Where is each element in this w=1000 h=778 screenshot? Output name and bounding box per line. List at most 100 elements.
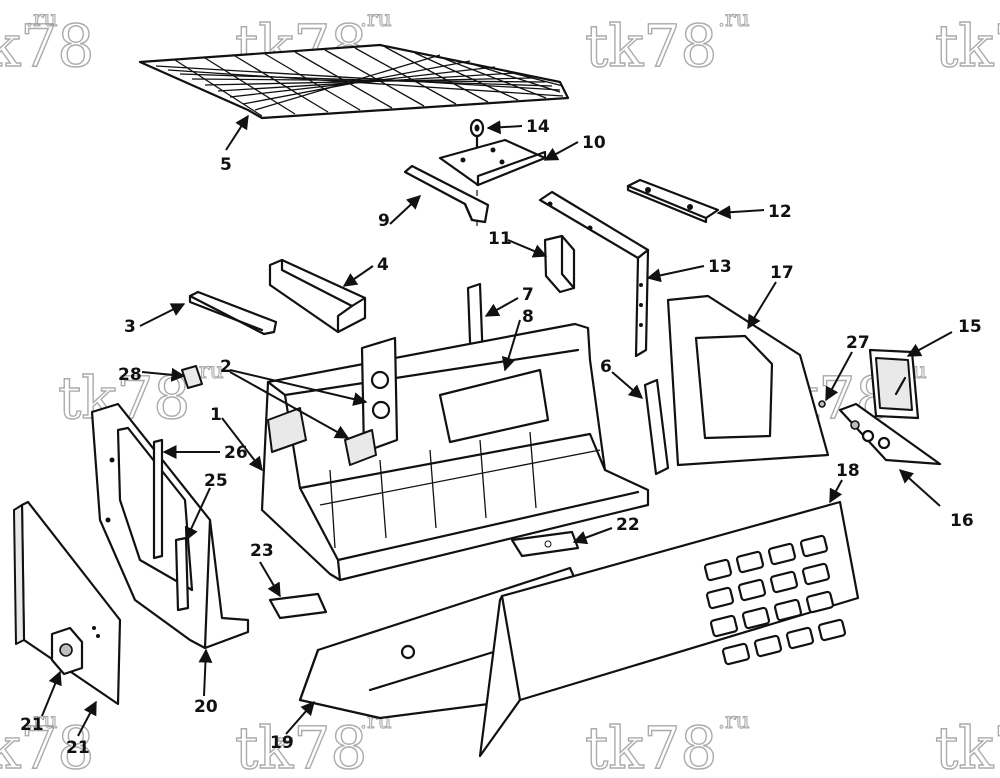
callout-12: 12 (768, 202, 792, 222)
leader-15 (906, 331, 953, 357)
leader-28 (141, 367, 186, 382)
watermark: tk78 .ru (584, 708, 750, 778)
leader-17 (747, 281, 777, 330)
watermark: tk78 .ru (234, 708, 392, 778)
part-9-bracket (403, 164, 490, 224)
part-15-gauge (868, 348, 920, 420)
leader-20 (198, 648, 213, 697)
part-10-bracket (438, 138, 547, 187)
leader-16 (898, 469, 941, 507)
callout-6: 6 (600, 357, 612, 377)
callout-23: 23 (250, 541, 274, 561)
part-3-strap (188, 290, 278, 336)
callout-2: 2 (220, 357, 232, 377)
leader-13 (646, 265, 705, 283)
callout-10: 10 (582, 133, 606, 153)
callout-26: 26 (224, 443, 248, 463)
part-22-plate (510, 530, 580, 558)
leader-14 (486, 120, 523, 135)
cover-vent-slots (703, 534, 847, 666)
part-5-grille-screen (138, 43, 570, 120)
watermark: tk78 .ru (0, 6, 95, 80)
leader-10 (543, 141, 579, 161)
watermark-suffix: .ru (26, 709, 58, 734)
callout-labels: 1 2 3 4 5 6 7 8 9 10 11 12 13 14 15 16 1… (20, 117, 982, 758)
watermark-suffix: .ru (360, 7, 392, 32)
watermark: tk78 (934, 713, 1000, 778)
callout-4: 4 (377, 255, 389, 275)
callout-22: 22 (616, 515, 640, 535)
watermark-text: tk78 (0, 12, 94, 80)
callout-19: 19 (270, 733, 294, 753)
callout-11: 11 (488, 229, 512, 249)
callout-5: 5 (220, 155, 232, 175)
part-25-strap (174, 536, 190, 612)
callout-21a: 21 (20, 715, 44, 735)
part-13-l-bracket (538, 190, 650, 358)
leader-21b (77, 700, 97, 737)
part-17-window-panel (666, 294, 830, 467)
callout-14: 14 (526, 117, 550, 137)
leader-8 (501, 319, 521, 372)
part-4-channel (268, 258, 367, 334)
watermark: tk78 (934, 11, 1000, 80)
leader-lines (41, 114, 953, 737)
callout-8: 8 (522, 307, 534, 327)
part-12-bar (626, 178, 720, 224)
callout-15: 15 (958, 317, 982, 337)
leader-22 (572, 527, 613, 545)
part-16-bracket (838, 402, 942, 466)
part-27-screw (818, 400, 826, 408)
watermark: tk78 .ru (0, 708, 95, 778)
leader-5 (225, 114, 249, 151)
callout-1: 1 (210, 405, 222, 425)
watermark-text: tk78 (585, 12, 717, 80)
callout-17: 17 (770, 263, 794, 283)
leader-18 (829, 479, 843, 504)
leader-12 (716, 205, 765, 220)
callout-20: 20 (194, 697, 218, 717)
watermark-text: tk78 (935, 714, 1000, 778)
watermark-suffix: .ru (718, 7, 750, 32)
leader-2b (229, 371, 350, 439)
callout-16: 16 (950, 511, 974, 531)
watermark-suffix: .ru (718, 709, 750, 734)
part-21-side-panel (13, 500, 122, 706)
part-18-cover (478, 500, 860, 758)
leader-27 (825, 351, 853, 402)
callout-28: 28 (118, 365, 142, 385)
part-23-plate (268, 592, 328, 620)
watermark-text: tk78 (935, 12, 1000, 80)
leader-21a (41, 670, 62, 717)
callout-7: 7 (522, 285, 534, 305)
part-1-frame-box (260, 322, 650, 582)
leader-6 (611, 371, 644, 399)
leader-1 (221, 417, 263, 472)
part-20-side-frame (90, 402, 250, 650)
callout-25: 25 (204, 471, 228, 491)
leader-9 (389, 195, 422, 225)
callout-13: 13 (708, 257, 732, 277)
leader-7 (484, 297, 519, 317)
watermark-suffix: .ru (26, 7, 58, 32)
watermark-text: tk78 (235, 714, 367, 778)
leader-23 (259, 561, 281, 598)
watermark: tk78 .ru (584, 6, 750, 80)
part-6-channel (643, 378, 670, 476)
leader-3 (139, 303, 186, 327)
leader-2a (229, 369, 368, 406)
callout-21b: 21 (66, 738, 90, 758)
callout-9: 9 (378, 211, 390, 231)
leader-11 (507, 239, 548, 258)
part-28-clip (181, 365, 203, 389)
leader-25 (184, 487, 211, 542)
callout-27: 27 (846, 333, 870, 353)
watermark-text: tk78 (585, 714, 717, 778)
callout-18: 18 (836, 461, 860, 481)
part-26-strap (152, 438, 164, 560)
leader-4 (342, 265, 374, 287)
part-11-bracket (543, 234, 576, 294)
leader-19 (285, 700, 315, 735)
callout-3: 3 (124, 317, 136, 337)
